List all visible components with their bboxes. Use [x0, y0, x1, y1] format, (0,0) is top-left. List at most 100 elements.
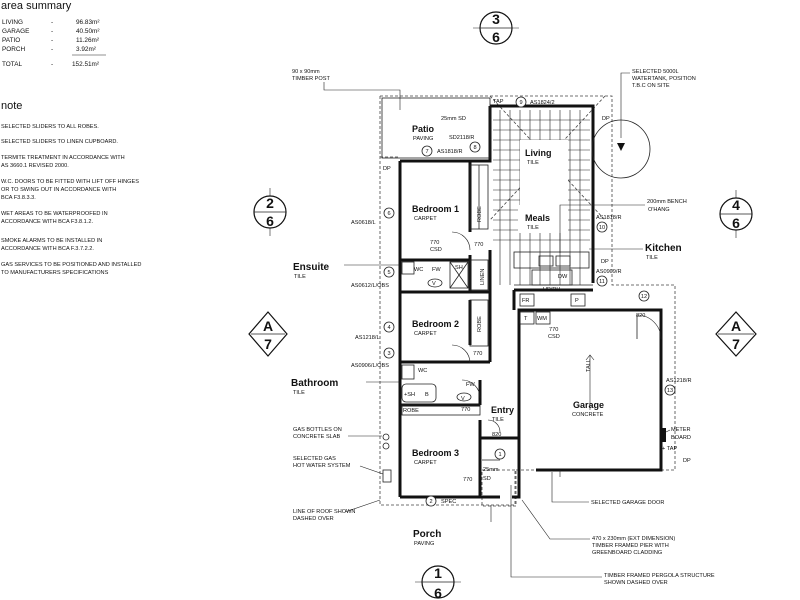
robe-label: ROBE: [477, 206, 483, 222]
pier-note: 470 x 230mm (EXT DIMENSION): [592, 536, 675, 542]
window-spec-tag: AS1218/L: [355, 335, 380, 341]
section-number: 3: [492, 11, 500, 27]
section-marker-bottom: 1 6: [415, 565, 461, 600]
window-number: 9: [519, 100, 522, 106]
section-marker-east: A 7: [715, 311, 757, 357]
shower-label: +SH: [404, 392, 415, 398]
room-name: Bedroom 2: [412, 319, 459, 329]
section-number: 2: [266, 195, 274, 211]
note-line: SMOKE ALARMS TO BE INSTALLED IN: [1, 238, 102, 244]
note-line: BCA F3.8.3.3.: [1, 195, 36, 201]
gas-bottles-note: CONCRETE SLAB: [293, 434, 341, 440]
room-finish: TILE: [293, 390, 305, 396]
note-line: WET AREAS TO BE WATERPROOFED IN: [1, 211, 108, 217]
window-spec-tag: AS1824/2: [530, 100, 555, 106]
section-number: 1: [434, 565, 442, 581]
area-row-name: PORCH: [2, 46, 25, 53]
area-row-sep: -: [51, 37, 53, 44]
pier-note: GREENBOARD CLADDING: [592, 550, 662, 556]
room-name: Bathroom: [291, 378, 338, 389]
room-name: Meals: [525, 213, 550, 223]
note-line: TO MANUFACTURERS SPECIFICATIONS: [1, 270, 109, 276]
note-line: SELECTED SLIDERS TO LINEN CUPBOARD.: [1, 139, 118, 145]
window-spec-tag: AS1218/R: [666, 378, 692, 384]
watertank-note: SELECTED 5000L: [632, 69, 679, 75]
sd-spec-tag: SD2118/R: [449, 135, 474, 141]
room-finish: PAVING: [414, 541, 434, 547]
spec-tag: SPEC: [441, 499, 456, 505]
door-type: CSD: [548, 334, 560, 340]
fridge-label: FR: [522, 298, 529, 304]
notes-block: note SELECTED SLIDERS TO ALL ROBES. SELE…: [1, 100, 141, 276]
door-size: 770: [463, 477, 472, 483]
window-number: 3: [387, 351, 390, 357]
note-line: ACCORDANCE WITH BCA F3.8.1.2.: [1, 219, 93, 225]
section-sheet: 7: [264, 336, 272, 352]
door-type: CSD: [430, 247, 442, 253]
section-sheet: 6: [266, 213, 274, 229]
tap-tag: + TAP: [662, 446, 677, 452]
fixtures: [381, 97, 666, 522]
area-row-value: 40.50m²: [76, 28, 99, 35]
washer-label: WM: [537, 316, 547, 322]
room-name: Ensuite: [293, 262, 330, 273]
bench-note: 200mm BENCH: [647, 199, 687, 205]
section-number: 4: [732, 197, 740, 213]
window-spec-tag: AS0612/L/OBS: [351, 283, 389, 289]
section-marker-west: A 7: [248, 311, 288, 357]
dp-tag: DP: [601, 259, 609, 265]
room-finish: CARPET: [414, 460, 437, 466]
door-size: 770: [473, 351, 482, 357]
area-row-name: PATIO: [2, 37, 20, 44]
tub-label: T: [524, 316, 528, 322]
room-name: Living: [525, 148, 552, 158]
window-number: 8: [473, 145, 476, 151]
pergola-note: SHOWN DASHED OVER: [604, 580, 668, 586]
meter-board-note: BOARD: [671, 435, 691, 441]
room-finish: CARPET: [414, 331, 437, 337]
room-name: Kitchen: [645, 243, 682, 254]
room-name: Entry: [491, 405, 514, 415]
area-total-name: TOTAL: [2, 61, 22, 68]
hotplate-label: HP/RH: [543, 287, 560, 293]
window-spec-tag: AS0906/L/OBS: [351, 363, 389, 369]
room-finish: TILE: [294, 274, 306, 280]
window-number: 2: [429, 499, 432, 505]
area-row-sep: -: [51, 19, 53, 26]
section-number: A: [263, 318, 273, 334]
sd-size-tag: 25mm SD: [441, 116, 466, 122]
room-finish: TILE: [646, 255, 658, 261]
note-line: OR TO SWING OUT IN ACCORDANCE WITH: [1, 187, 116, 193]
pantry-label: P: [575, 298, 579, 304]
section-sheet: 6: [434, 585, 442, 600]
area-summary: area summary LIVING - 96.83m² GARAGE - 4…: [1, 0, 106, 68]
room-name: Patio: [412, 124, 435, 134]
fw-label: FW: [466, 382, 475, 388]
window-number: 12: [641, 294, 647, 300]
pergola-note: TIMBER FRAMED PERGOLA STRUCTURE: [604, 573, 715, 579]
garage-door-note: SELECTED GARAGE DOOR: [591, 500, 664, 506]
note-line: AS 3660.1 REVISED 2000.: [1, 163, 69, 169]
wc-label: WC: [418, 368, 427, 374]
dp-tag: DP: [602, 116, 610, 122]
note-line: SELECTED SLIDERS TO ALL ROBES.: [1, 124, 99, 130]
section-sheet: 7: [732, 336, 740, 352]
watertank-note: WATERTANK, POSITION: [632, 76, 696, 82]
window-door-tags: TAP DP DP DP DP 25mm SD SD2118/R AS1824/…: [351, 99, 692, 505]
robe-label: ROBE: [477, 316, 483, 332]
robe-label: ROBE: [403, 408, 419, 414]
door-size: 770: [474, 242, 483, 248]
vanity-label: V: [432, 281, 436, 287]
dp-tag: DP: [683, 458, 691, 464]
tall-label: TALL: [586, 359, 592, 372]
timber-post-note: TIMBER POST: [292, 76, 330, 82]
dishwasher-label: DW: [558, 274, 568, 280]
gas-bottles-note: GAS BOTTLES ON: [293, 427, 342, 433]
sd-size-tag: 25mm: [483, 467, 499, 473]
window-number-bubbles: 9 8 7 6 10 11 5 4 3 12 13 2 1: [383, 96, 676, 507]
fw-label: FW: [432, 267, 441, 273]
note-line: W.C. DOORS TO BE FITTED WITH LIFT OFF HI…: [1, 179, 139, 185]
room-finish: PAVING: [413, 136, 433, 142]
notes-heading: note: [1, 100, 22, 112]
